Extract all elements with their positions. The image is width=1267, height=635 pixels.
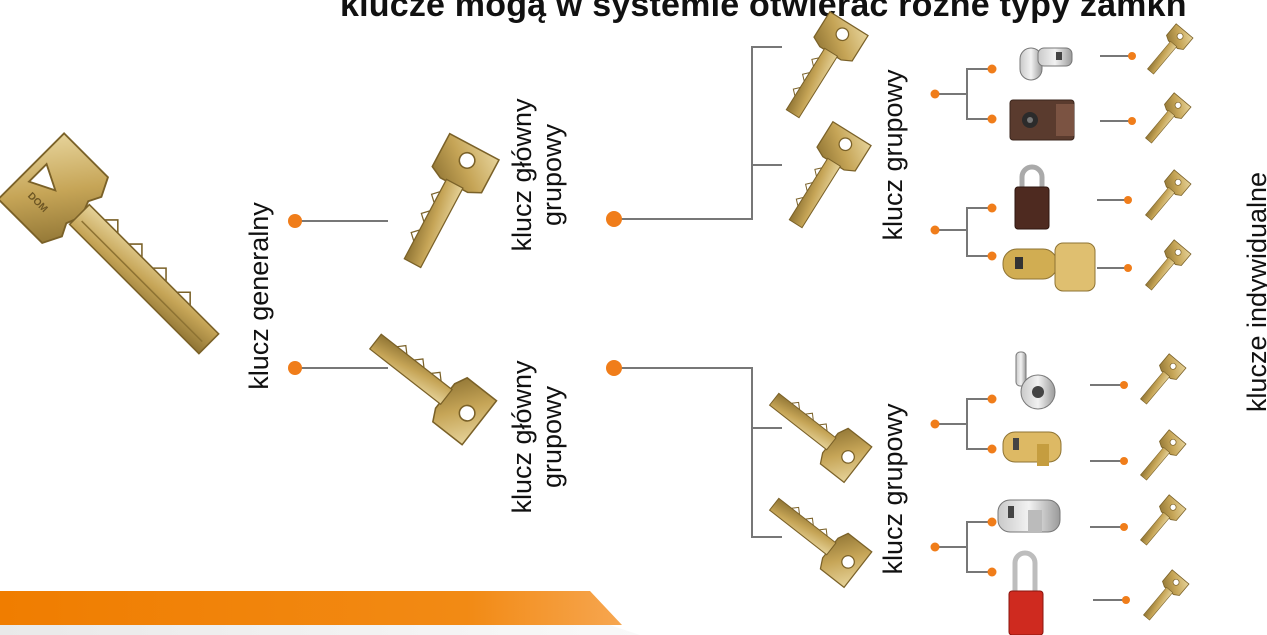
individual-key-icon-5 — [1134, 353, 1187, 410]
individual-key-icon-7 — [1134, 494, 1187, 551]
rim-lock-icon — [1009, 99, 1075, 141]
individual-connectors — [1090, 52, 1136, 604]
padlock-icon — [1014, 164, 1050, 230]
headline: klucze mogą w systemie otwierać różne ty… — [340, 0, 1187, 24]
group-main-key-icon-top — [387, 132, 500, 277]
group-main-key-icon-bottom — [357, 318, 498, 446]
group-key-icon-1 — [772, 11, 869, 127]
connector-master-bottom — [288, 361, 388, 375]
individual-key-icon-8 — [1137, 569, 1190, 626]
bottom-grey-band — [0, 625, 640, 635]
bracket-lock-pair-3 — [930, 394, 997, 454]
dot-group-main-top — [606, 211, 622, 227]
individual-key-icon-6 — [1134, 429, 1187, 486]
knob-cylinder-icon — [1002, 242, 1096, 292]
group-key-icon-3 — [759, 380, 873, 483]
bracket-group-main-bottom — [614, 367, 782, 538]
connector-master-top — [288, 214, 388, 228]
bracket-lock-pair-1 — [930, 64, 997, 124]
master-key-icon: DOM — [0, 132, 243, 378]
bottom-orange-bar — [0, 591, 622, 625]
bracket-group-main-top — [614, 46, 782, 220]
red-padlock-icon — [1008, 550, 1044, 635]
bracket-lock-pair-2 — [930, 203, 997, 261]
cam-lock-icon — [1015, 351, 1056, 410]
group-key-icon-2 — [775, 121, 872, 237]
individual-key-icon-3 — [1139, 169, 1192, 226]
individual-key-icon-2 — [1139, 92, 1192, 149]
nickel-cylinder-icon — [997, 499, 1061, 533]
bracket-lock-pair-4 — [930, 517, 997, 577]
half-cylinder-icon — [1019, 47, 1073, 81]
individual-key-icon-4 — [1139, 239, 1192, 296]
brass-cylinder-icon — [1002, 431, 1062, 466]
dot-group-main-bottom — [606, 360, 622, 376]
individual-key-icon-1 — [1141, 23, 1194, 80]
